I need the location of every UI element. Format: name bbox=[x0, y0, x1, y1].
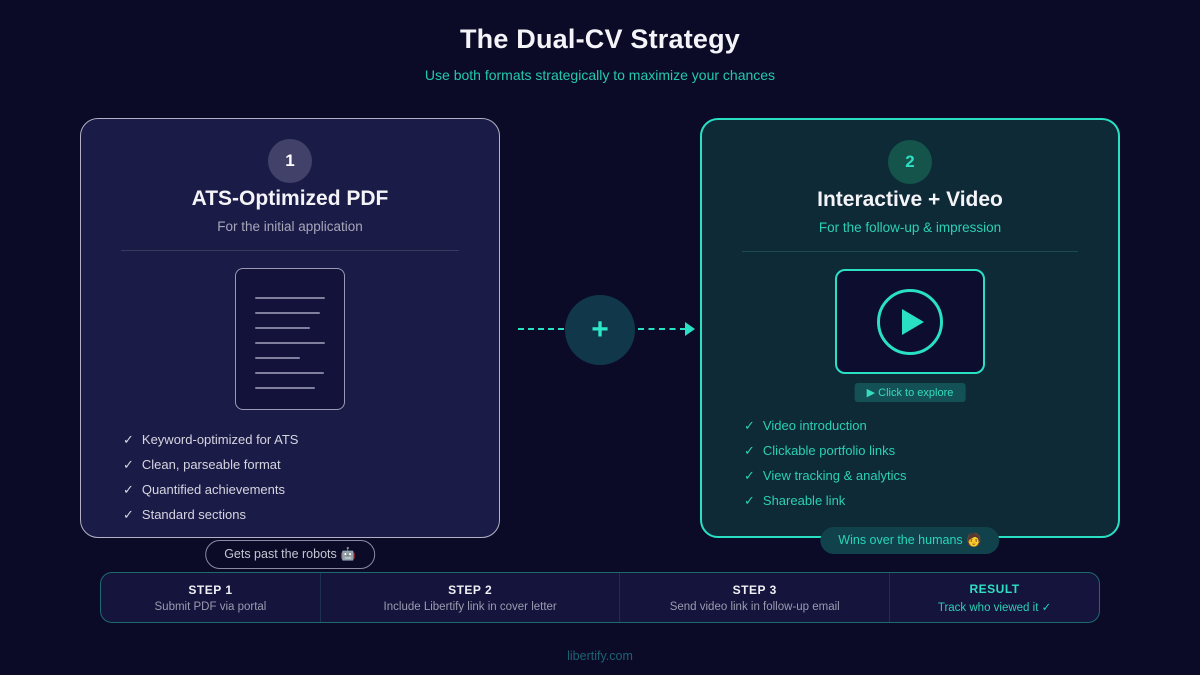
check-icon: ✓ bbox=[123, 457, 134, 472]
video-player-thumbnail[interactable] bbox=[835, 269, 985, 374]
plus-icon: + bbox=[565, 295, 635, 365]
list-item-label: Clean, parseable format bbox=[141, 457, 281, 472]
card-subtitle: For the follow-up & impression bbox=[818, 220, 1002, 235]
step-description: Include Libertify link in cover letter bbox=[383, 600, 557, 613]
plus-symbol: + bbox=[591, 313, 609, 346]
step-description: Send video link in follow-up email bbox=[669, 600, 840, 613]
list-item: ✓ Standard sections bbox=[123, 508, 298, 521]
badge-label: Wins over the humans bbox=[838, 533, 963, 547]
document-text-line bbox=[255, 312, 320, 314]
humans-badge: Wins over the humans 🧑 bbox=[820, 527, 1000, 554]
check-icon: ✓ bbox=[123, 507, 134, 522]
result-column: RESULT Track who viewed it ✓ bbox=[890, 573, 1099, 622]
human-emoji-icon: 🧑 bbox=[966, 533, 982, 547]
card-title: Interactive + Video bbox=[817, 188, 1003, 211]
step-number-badge: 1 bbox=[268, 139, 312, 183]
play-icon[interactable] bbox=[877, 288, 943, 355]
card-subtitle: For the initial application bbox=[217, 219, 363, 234]
robot-emoji-icon: 🤖 bbox=[340, 547, 356, 561]
document-text-line bbox=[255, 297, 325, 299]
card-title: ATS-Optimized PDF bbox=[191, 187, 389, 210]
list-item-label: Clickable portfolio links bbox=[762, 443, 896, 458]
arrow-right-icon bbox=[685, 322, 695, 336]
document-text-line bbox=[255, 342, 325, 344]
step-description: Submit PDF via portal bbox=[154, 600, 267, 613]
list-item: ✓ View tracking & analytics bbox=[744, 469, 906, 482]
step-label: STEP 1 bbox=[188, 582, 233, 597]
page-subtitle: Use both formats strategically to maximi… bbox=[424, 67, 776, 83]
robots-badge: Gets past the robots 🤖 bbox=[205, 540, 375, 569]
ats-checklist: ✓ Keyword-optimized for ATS ✓ Clean, parse… bbox=[123, 433, 298, 533]
check-icon: ✓ bbox=[123, 482, 134, 497]
ats-pdf-card: 1 ATS-Optimized PDF For the initial appl… bbox=[80, 118, 500, 538]
click-to-explore-button[interactable]: ▶ Click to explore bbox=[854, 383, 966, 402]
check-icon: ✓ bbox=[744, 468, 755, 483]
step-description: Track who viewed it ✓ bbox=[937, 601, 1052, 614]
document-icon bbox=[235, 268, 345, 410]
check-icon: ✓ bbox=[744, 443, 755, 458]
page-title: The Dual-CV Strategy bbox=[459, 24, 741, 54]
document-text-line bbox=[255, 357, 300, 359]
list-item-label: Quantified achievements bbox=[141, 482, 285, 497]
step-number-badge: 2 bbox=[888, 140, 932, 184]
dashed-connector-line bbox=[638, 328, 686, 330]
list-item-label: Standard sections bbox=[141, 507, 246, 522]
step-1-column: STEP 1 Submit PDF via portal bbox=[101, 573, 321, 622]
steps-bar: STEP 1 Submit PDF via portal STEP 2 Incl… bbox=[100, 572, 1100, 623]
list-item: ✓ Keyword-optimized for ATS bbox=[123, 433, 298, 446]
divider bbox=[742, 251, 1078, 252]
document-text-line bbox=[255, 387, 315, 389]
list-item-label: Shareable link bbox=[762, 493, 846, 508]
list-item-label: View tracking & analytics bbox=[762, 468, 907, 483]
check-icon: ✓ bbox=[744, 493, 755, 508]
step-label: RESULT bbox=[969, 581, 1020, 596]
play-triangle bbox=[902, 308, 924, 335]
list-item-label: Keyword-optimized for ATS bbox=[141, 432, 299, 447]
list-item-label: Video introduction bbox=[762, 418, 867, 433]
check-icon: ✓ bbox=[744, 418, 755, 433]
dashed-connector-line bbox=[518, 328, 564, 330]
check-icon: ✓ bbox=[123, 432, 134, 447]
divider bbox=[121, 250, 459, 251]
step-3-column: STEP 3 Send video link in follow-up emai… bbox=[620, 573, 891, 622]
step-label: STEP 3 bbox=[732, 582, 777, 597]
step-label: STEP 2 bbox=[448, 582, 493, 597]
document-text-line bbox=[255, 327, 310, 329]
list-item: ✓ Clickable portfolio links bbox=[744, 444, 906, 457]
list-item: ✓ Shareable link bbox=[744, 494, 906, 507]
badge-label: Gets past the robots bbox=[224, 547, 337, 561]
video-checklist: ✓ Video introduction ✓ Clickable portfolio… bbox=[744, 419, 906, 519]
interactive-video-card: 2 Interactive + Video For the follow-up … bbox=[700, 118, 1120, 538]
list-item: ✓ Clean, parseable format bbox=[123, 458, 298, 471]
list-item: ✓ Video introduction bbox=[744, 419, 906, 432]
footer-domain: libertify.com bbox=[567, 649, 633, 663]
step-2-column: STEP 2 Include Libertify link in cover l… bbox=[321, 573, 621, 622]
document-text-line bbox=[255, 372, 324, 374]
list-item: ✓ Quantified achievements bbox=[123, 483, 298, 496]
